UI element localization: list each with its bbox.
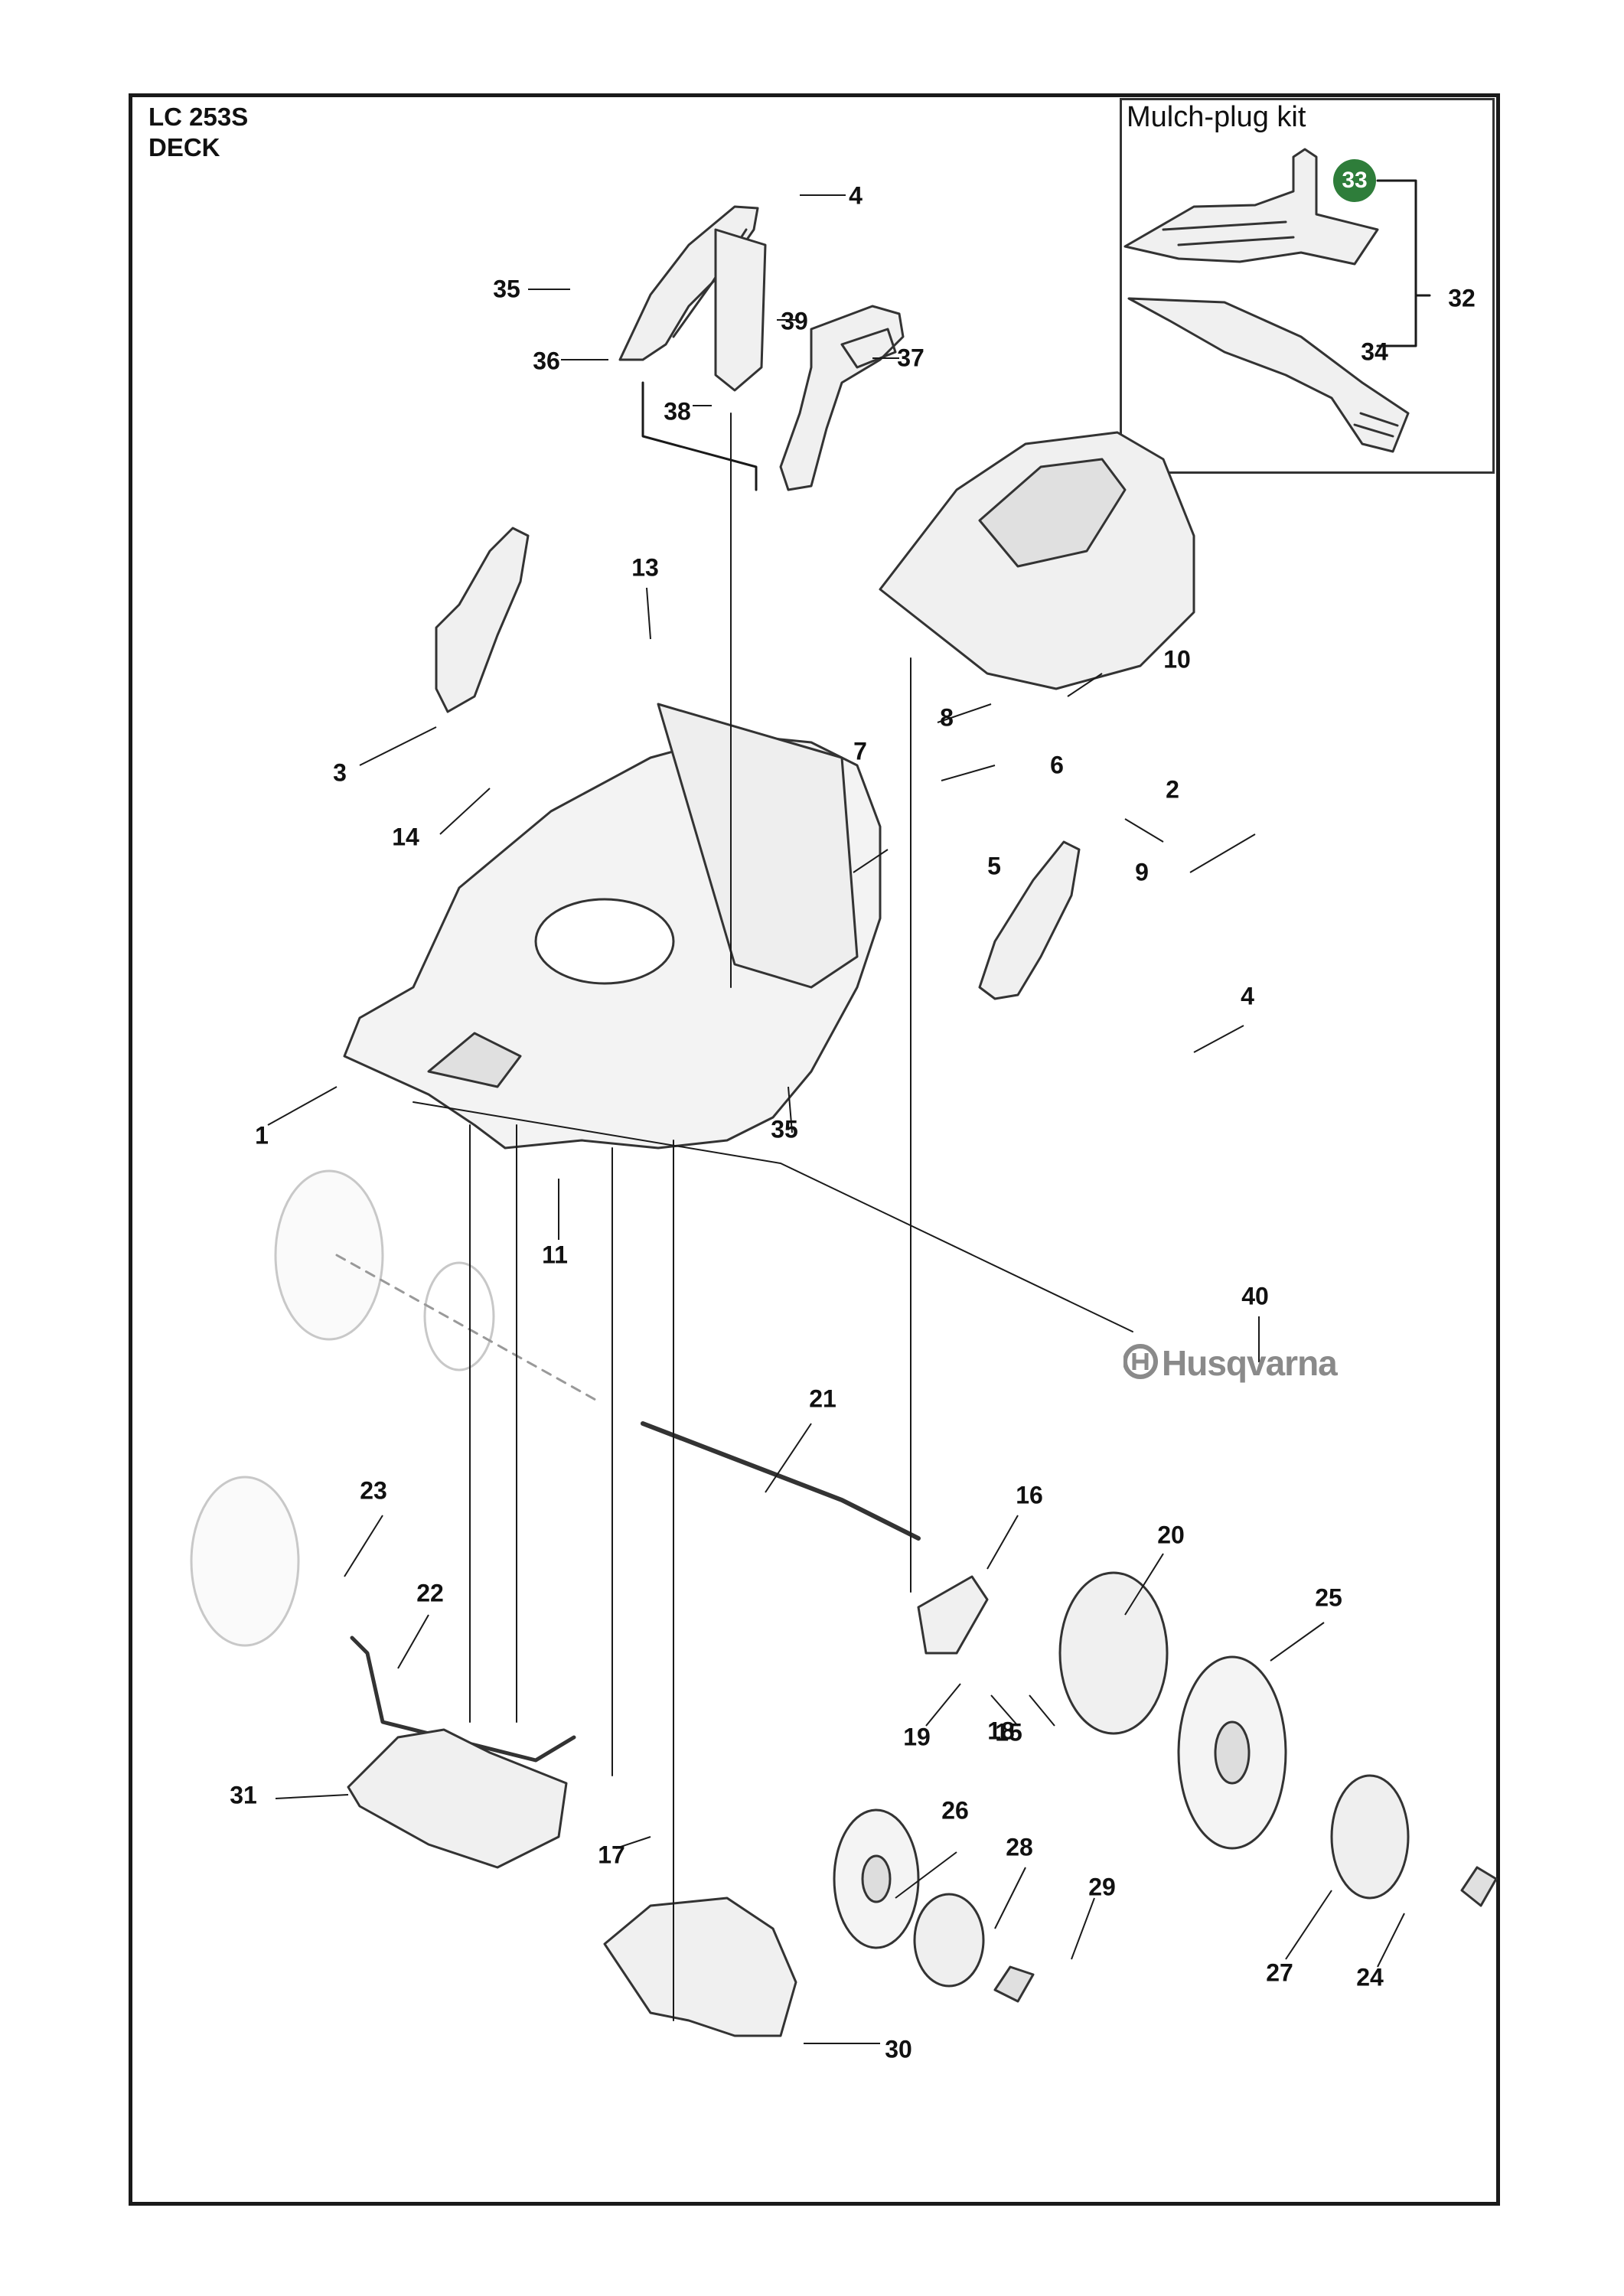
callout-38: 38: [664, 397, 691, 426]
handle-grip-part: [779, 305, 905, 491]
callout-20: 20: [1157, 1521, 1185, 1549]
callout-3: 3: [333, 758, 347, 787]
husqvarna-logo-icon: [1123, 1344, 1158, 1379]
callout-23: 23: [360, 1476, 387, 1505]
callout-19: 19: [903, 1723, 931, 1751]
callout-1: 1: [255, 1121, 269, 1150]
callout-2: 2: [1166, 775, 1179, 804]
callout-35-mid: 35: [771, 1115, 798, 1143]
rear-wheel-ghost: [190, 1169, 495, 1647]
callout-25: 25: [1315, 1583, 1342, 1612]
callout-37: 37: [897, 344, 925, 372]
callout-35-top: 35: [493, 275, 520, 303]
diagram-frame: [129, 93, 1500, 2206]
callout-13: 13: [631, 553, 659, 582]
height-plate-left: [435, 527, 530, 713]
callout-10: 10: [1163, 645, 1191, 673]
callout-34: 34: [1361, 338, 1388, 366]
mower-deck-part: [343, 703, 882, 1150]
wheel-bracket-part: [917, 1575, 989, 1655]
callout-24: 24: [1356, 1963, 1384, 1991]
callout-15: 15: [995, 1718, 1022, 1746]
hub-cap-right: [1330, 1774, 1410, 1900]
callout-30: 30: [885, 2035, 912, 2063]
callout-40: 40: [1241, 1282, 1269, 1310]
callout-4-top: 4: [849, 181, 863, 210]
callout-18: 18: [987, 1717, 1015, 1745]
callout-4-right: 4: [1241, 982, 1254, 1010]
bottom-plate-31: [347, 1728, 568, 1869]
mulch-blade-part: [1127, 297, 1410, 453]
callout-17: 17: [598, 1841, 625, 1869]
mulch-plug-part: [1123, 148, 1379, 266]
callout-27: 27: [1266, 1958, 1293, 1987]
callout-26: 26: [941, 1796, 969, 1825]
callout-14: 14: [392, 823, 419, 851]
callout-7: 7: [853, 737, 867, 765]
callout-21: 21: [809, 1384, 836, 1413]
callout-6: 6: [1050, 751, 1064, 779]
logo-text: Husqvarna: [1162, 1343, 1338, 1383]
callout-28: 28: [1006, 1833, 1033, 1861]
handle-clamp-part: [714, 228, 767, 392]
hub-cap-left: [913, 1893, 985, 1988]
gear-cover-part: [1058, 1571, 1169, 1735]
callout-29: 29: [1088, 1873, 1116, 1901]
callout-8: 8: [940, 703, 954, 732]
callout-32: 32: [1448, 284, 1476, 312]
callout-11: 11: [542, 1241, 568, 1269]
mulch-plug-kit-box: [1120, 98, 1495, 474]
callout-9: 9: [1135, 858, 1149, 886]
callout-16: 16: [1016, 1481, 1043, 1509]
callout-39: 39: [781, 307, 808, 335]
height-plate-right: [978, 840, 1081, 1000]
kit-title: Mulch-plug kit: [1127, 101, 1306, 133]
callout-22: 22: [416, 1579, 444, 1607]
callout-36: 36: [533, 347, 560, 375]
kit-badge-33: 33: [1333, 159, 1376, 202]
model-title: LC 253S: [148, 103, 249, 131]
section-title: DECK: [148, 133, 220, 161]
callout-31: 31: [230, 1781, 257, 1809]
bottom-plate-30: [603, 1896, 797, 2037]
callout-5: 5: [987, 852, 1001, 880]
